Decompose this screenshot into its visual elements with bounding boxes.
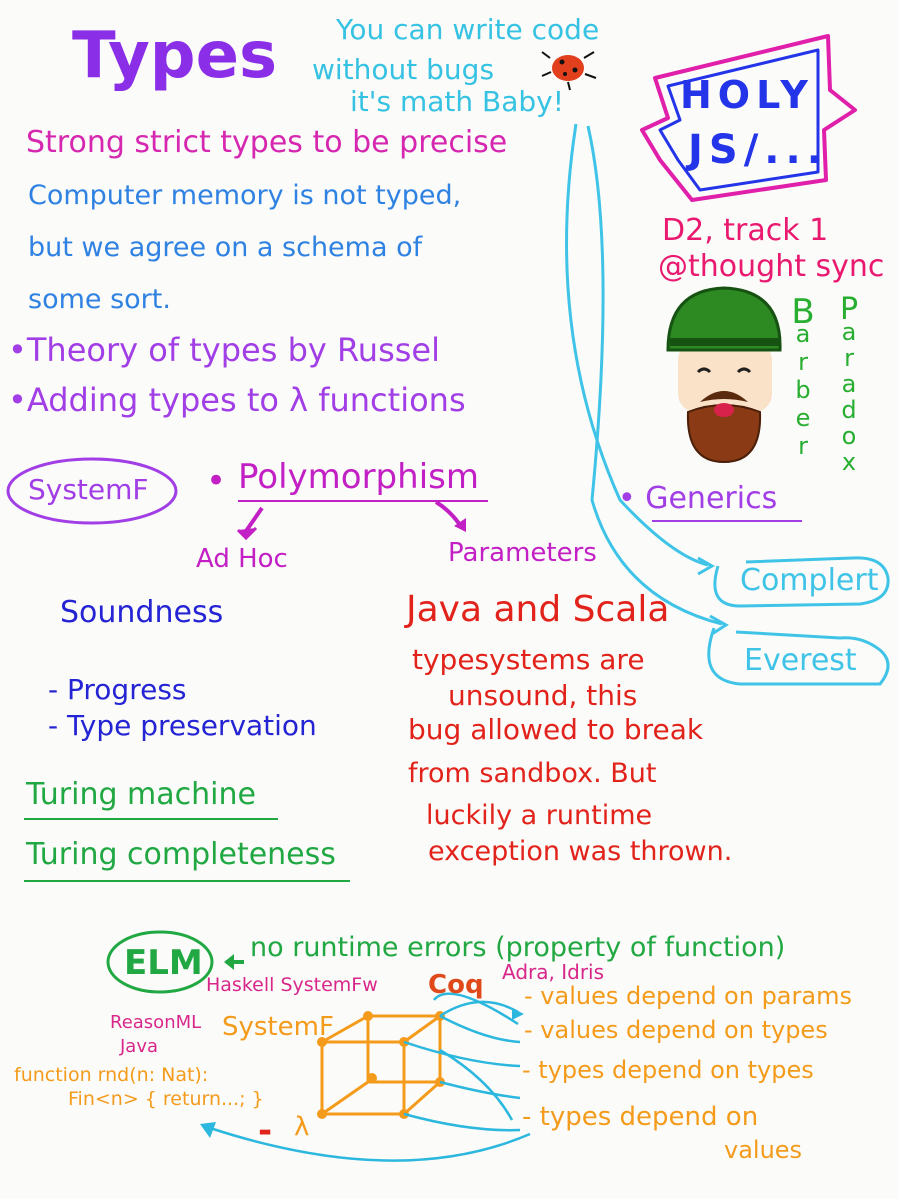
intro-para-3: some sort. — [28, 284, 171, 315]
lambda-cube — [320, 1014, 442, 1116]
top-note-line-2: without bugs — [312, 53, 495, 86]
soundness-progress: - Progress — [48, 673, 187, 706]
badge-line-1: HOLY — [680, 73, 814, 117]
branch-adhoc: Ad Hoc — [196, 544, 288, 574]
speech-bubble — [640, 34, 857, 202]
cube-item-1: - values depend on params — [524, 982, 852, 1010]
polymorphism-label: Polymorphism — [238, 457, 479, 497]
intro-heading: Strong strict types to be precise — [26, 125, 508, 160]
elm-label: ELM — [124, 943, 203, 983]
cube-haskell: Haskell SystemFw — [206, 974, 378, 996]
complert-label: Complert — [740, 563, 879, 598]
java-title: Java and Scala — [406, 589, 670, 630]
cube-item-2: - values depend on types — [524, 1016, 828, 1044]
bullet-russel: •Theory of types by Russel — [8, 331, 440, 369]
java-line-6: exception was thrown. — [428, 836, 733, 867]
turing-machine-underline — [24, 818, 278, 820]
cube-java: Java — [120, 1036, 159, 1057]
systemf-label: SystemF — [28, 473, 149, 506]
polymorphism-bullet: • — [206, 461, 227, 501]
bullet-lambda: •Adding types to λ functions — [8, 381, 466, 419]
paradox-letter: d — [841, 396, 857, 424]
paradox-letter: P — [839, 292, 859, 327]
turing-completeness-underline — [24, 880, 350, 882]
cube-item-4: - types depend on — [522, 1102, 759, 1132]
everest-label: Everest — [744, 643, 857, 678]
cube-dash: - — [258, 1111, 273, 1151]
cube-item-5: values — [724, 1136, 803, 1164]
barber-column: B a r b e r — [788, 292, 818, 460]
soundness-preservation: - Type preservation — [48, 709, 317, 742]
java-line-4: from sandbox. But — [408, 758, 657, 789]
intro-para-1: Computer memory is not typed, — [28, 180, 462, 211]
java-line-2: unsound, this — [448, 679, 638, 712]
top-note-line-1: You can write code — [336, 13, 600, 46]
paradox-letter: r — [844, 344, 854, 372]
generics-label: • Generics — [618, 481, 778, 516]
paradox-letter: x — [841, 448, 857, 476]
speaker-avatar — [666, 286, 782, 464]
generics-underline — [652, 520, 802, 522]
event-track: D2, track 1 — [662, 213, 829, 248]
barber-letter: r — [798, 432, 808, 460]
intro-para-2: but we agree on a schema of — [28, 232, 423, 263]
cube-coq: Coq — [428, 970, 484, 1000]
top-note-line-3: it's math Baby! — [350, 85, 564, 118]
code-line-2: Fin<n> { return...; } — [68, 1088, 264, 1110]
polymorphism-underline — [238, 500, 488, 502]
cube-adra-idris: Adra, Idris — [502, 960, 605, 984]
turing-completeness: Turing completeness — [26, 837, 336, 872]
turing-machine: Turing machine — [26, 777, 256, 812]
barber-letter: e — [795, 404, 811, 432]
soundness-title: Soundness — [60, 595, 224, 630]
paradox-letter: o — [841, 422, 857, 450]
branch-parameters: Parameters — [448, 538, 597, 568]
java-line-3: bug allowed to break — [408, 713, 704, 746]
barber-letter: b — [795, 376, 811, 404]
badge-line-2: JS/... — [688, 127, 828, 173]
cube-item-3: - types depend on types — [522, 1056, 814, 1084]
paradox-column: P a r a d o x — [834, 292, 864, 476]
event-handle: @thought sync — [658, 249, 885, 284]
barber-letter: r — [798, 348, 808, 376]
elm-note: no runtime errors (property of function) — [250, 932, 786, 963]
paradox-letter: a — [841, 370, 857, 398]
cube-lambda: λ — [294, 1112, 310, 1142]
java-line-5: luckily a runtime — [426, 800, 653, 831]
code-line-1: function rnd(n: Nat): — [14, 1064, 209, 1086]
cube-reasonml: ReasonML — [110, 1012, 202, 1033]
java-line-1: typesystems are — [412, 643, 645, 676]
barber-letter: B — [791, 292, 815, 332]
cube-systemf: SystemF — [222, 1012, 334, 1042]
paradox-letter: a — [841, 318, 857, 346]
page-title: Types — [72, 19, 278, 93]
barber-letter: a — [795, 320, 811, 348]
